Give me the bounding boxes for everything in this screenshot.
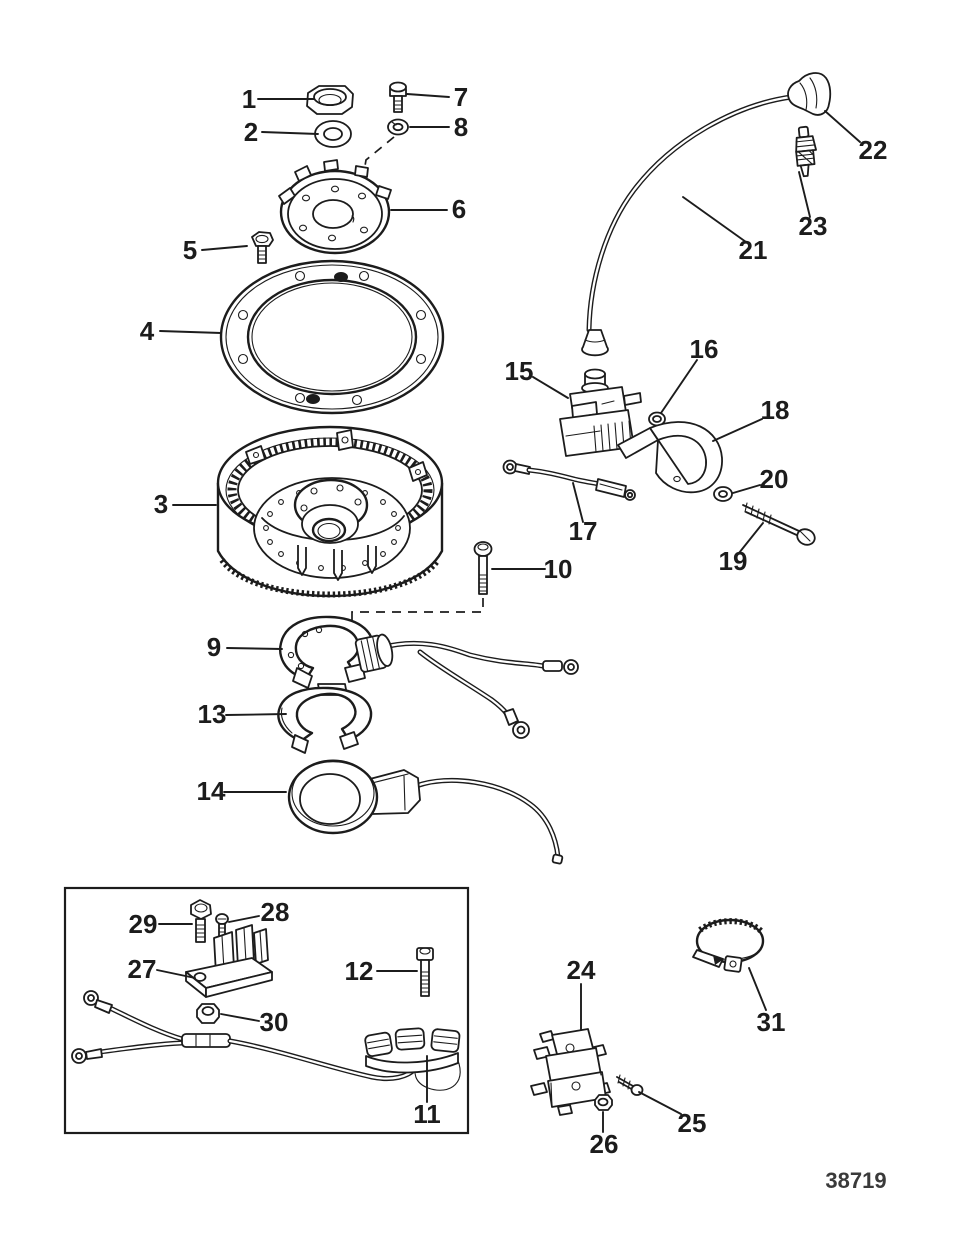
leader-30 — [220, 1013, 260, 1022]
leader-16 — [660, 359, 698, 414]
leader-17 — [572, 482, 584, 523]
part-27-terminal-block — [185, 924, 273, 998]
assembly-line-8-to-6 — [363, 136, 395, 173]
part-12-bolt — [416, 947, 434, 997]
leader-31 — [748, 967, 767, 1011]
part-1-flywheel-nut — [306, 85, 354, 115]
callout-11: 11 — [413, 1099, 441, 1129]
part-22-spark-plug-boot — [787, 72, 832, 116]
part-2-washer — [314, 120, 352, 148]
part-15-ignition-coil — [559, 329, 642, 457]
part-8-lock-washer — [387, 118, 409, 136]
callout-30: 30 — [260, 1007, 289, 1037]
callout-14: 14 — [197, 776, 226, 806]
part-5-bolt — [251, 231, 274, 264]
leader-28 — [228, 915, 260, 923]
part-13-bracket — [277, 683, 373, 754]
leader-5 — [201, 245, 248, 251]
leader-2 — [261, 131, 319, 135]
part-6-ratchet-cup — [278, 159, 392, 255]
leader-23 — [798, 171, 811, 218]
callout-labels: 1 2 7 8 6 5 4 3 10 15 16 18 20 19 17 21 … — [128, 82, 888, 1159]
callout-23: 23 — [799, 211, 828, 241]
kit-box-border — [63, 886, 470, 1135]
part-9-stator-base — [279, 615, 579, 739]
part-20-washer — [713, 486, 733, 502]
leader-7 — [406, 93, 450, 98]
leader-22 — [824, 110, 861, 143]
callout-8: 8 — [454, 112, 468, 142]
callout-13: 13 — [198, 699, 227, 729]
leader-18 — [712, 418, 763, 442]
callout-31: 31 — [757, 1007, 786, 1037]
part-23-spark-plug — [795, 125, 817, 178]
part-30-nut — [196, 1003, 220, 1024]
part-26-nut — [594, 1094, 613, 1111]
callout-29: 29 — [129, 909, 158, 939]
part-28-screw — [215, 913, 229, 939]
callout-7: 7 — [454, 82, 468, 112]
part-29-bolt — [190, 899, 212, 943]
callout-2: 2 — [244, 117, 258, 147]
part-18-clamp-shield — [617, 421, 723, 494]
leader-9 — [226, 647, 283, 650]
leader-25 — [638, 1091, 682, 1115]
callout-25: 25 — [678, 1108, 707, 1138]
part-11-wiring-harness — [71, 990, 461, 1091]
callout-18: 18 — [761, 395, 790, 425]
leader-20 — [732, 484, 761, 494]
leader-27 — [156, 969, 196, 979]
callout-20: 20 — [760, 464, 789, 494]
callout-21: 21 — [739, 235, 768, 265]
callout-24: 24 — [567, 955, 596, 985]
part-21-spark-plug-wire — [586, 94, 794, 333]
callout-1: 1 — [242, 84, 256, 114]
leader-4 — [159, 330, 222, 334]
part-7-bolt — [389, 81, 407, 113]
callout-3: 3 — [154, 489, 168, 519]
part-17-ground-strap — [502, 459, 636, 501]
callout-6: 6 — [452, 194, 466, 224]
part-3-flywheel — [216, 425, 444, 598]
part-10-bolt — [473, 541, 493, 595]
callout-28: 28 — [261, 897, 290, 927]
leader-lines — [156, 93, 861, 1133]
callout-19: 19 — [719, 546, 748, 576]
callout-22: 22 — [859, 135, 888, 165]
callout-12: 12 — [345, 956, 374, 986]
part-14-trigger-coil — [287, 759, 564, 865]
leader-15 — [532, 376, 569, 399]
part-4-face-plate-ring — [219, 259, 445, 415]
leader-19 — [738, 522, 764, 554]
part-31-hose-clamp — [692, 918, 765, 973]
leader-13 — [225, 713, 287, 716]
leader-21 — [682, 196, 747, 243]
callout-15: 15 — [505, 356, 534, 386]
callout-10: 10 — [544, 554, 573, 584]
callout-27: 27 — [128, 954, 157, 984]
callout-26: 26 — [590, 1129, 619, 1159]
callout-16: 16 — [690, 334, 719, 364]
callout-5: 5 — [183, 235, 197, 265]
drawing-number: 38719 — [825, 1168, 886, 1193]
part-19-bolt — [742, 502, 816, 546]
callout-4: 4 — [140, 316, 155, 346]
callout-17: 17 — [569, 516, 598, 546]
callout-9: 9 — [207, 632, 221, 662]
part-24-rectifier — [530, 1028, 611, 1116]
assembly-line-10-to-9 — [351, 598, 484, 621]
